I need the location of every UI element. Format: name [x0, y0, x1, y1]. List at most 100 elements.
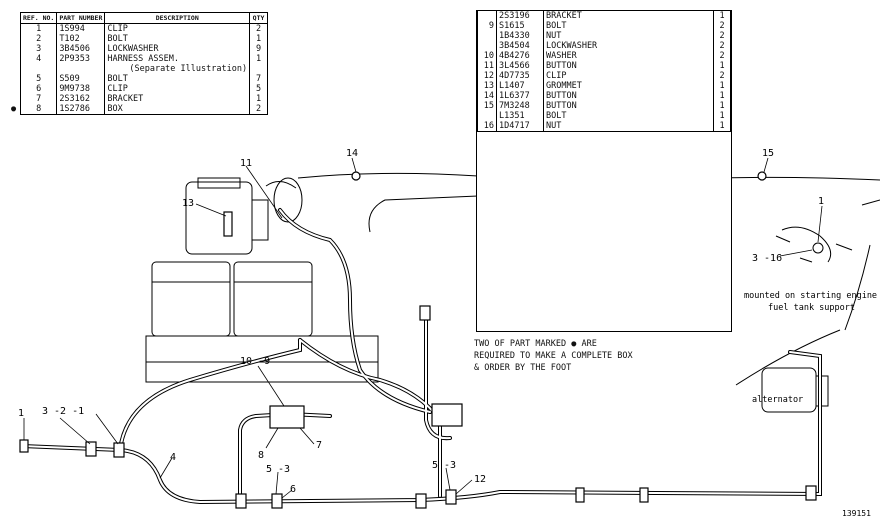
note-line-3: & ORDER BY THE FOOT — [474, 363, 572, 373]
box-note: TWO OF PART MARKED ● ARE REQUIRED TO MAK… — [474, 338, 633, 374]
header-ref-no: REF. NO. — [19, 12, 58, 24]
clip — [235, 493, 247, 509]
part-number: 2P9353 — [56, 54, 106, 64]
ref-no: 15 — [477, 101, 497, 111]
ref-no-cell: 3 — [19, 44, 58, 54]
bracket-inset — [775, 226, 853, 263]
callout-5-3-b: 5 -3 — [432, 460, 456, 471]
description: NUT — [543, 31, 714, 41]
leader-5-3-b — [445, 467, 451, 491]
grommet — [223, 211, 233, 237]
part-number: S1615 — [496, 21, 544, 31]
ref-no: 16 — [477, 121, 497, 132]
part-number: 7M3248 — [496, 101, 544, 111]
callout-10-9: 10 -9 — [240, 356, 270, 367]
ref-no-cell: 6 — [19, 84, 58, 94]
description: BOLT — [104, 74, 251, 84]
quantity: 2 — [249, 23, 268, 34]
leader-1 — [817, 205, 823, 243]
battery-left — [151, 261, 231, 337]
part-number: 1S2786 — [56, 104, 106, 115]
clip — [805, 485, 817, 501]
quantity: 2 — [713, 71, 731, 81]
quantity: 1 — [713, 111, 731, 121]
description: BRACKET — [104, 94, 251, 104]
header-qty: QTY — [249, 12, 268, 24]
body-outline-right — [721, 176, 880, 181]
quantity: 1 — [713, 81, 731, 91]
part-number: S509 — [56, 74, 106, 84]
description: CLIP — [543, 71, 714, 81]
body-outline — [297, 172, 479, 179]
quantity: 1 — [249, 54, 268, 64]
note-line-2: REQUIRED TO MAKE A COMPLETE BOX — [474, 351, 633, 361]
quantity: 7 — [249, 74, 268, 84]
part-number: T102 — [56, 34, 106, 44]
description: BUTTON — [543, 61, 714, 71]
clip — [113, 442, 125, 458]
quantity: 2 — [249, 104, 268, 115]
callout-6: 6 — [290, 484, 296, 495]
ref-no: 10 — [477, 51, 497, 61]
ref-no-cell: ●8 — [11, 104, 58, 115]
callout-8: 8 — [258, 450, 264, 461]
alternator-body — [761, 367, 817, 413]
quantity — [249, 64, 268, 74]
engine-side — [252, 199, 269, 241]
fender-outline — [735, 244, 871, 386]
ref-no: 4 — [36, 54, 42, 64]
ref-no — [477, 111, 497, 121]
button-15 — [757, 171, 767, 181]
clip — [575, 487, 585, 503]
description: BUTTON — [543, 101, 714, 111]
description: BOLT — [543, 21, 714, 31]
quantity: 1 — [713, 11, 731, 21]
callout-14: 14 — [346, 148, 358, 159]
description: HARNESS ASSEM. — [104, 54, 251, 64]
steering-column — [273, 177, 303, 223]
ref-no-cell: 4 — [19, 54, 58, 64]
callout-15: 15 — [762, 148, 774, 159]
note-line-1: TWO OF PART MARKED ● ARE — [474, 339, 597, 349]
description: BOX — [104, 104, 251, 115]
callout-3-16: 3 -16 — [752, 253, 782, 264]
clip — [445, 489, 457, 505]
callout-1-left: 1 — [18, 408, 24, 419]
ref-no — [477, 41, 497, 51]
quantity: 2 — [713, 21, 731, 31]
quantity: 1 — [249, 34, 268, 44]
ref-no: 9 — [477, 21, 497, 31]
ref-no: 14 — [477, 91, 497, 101]
battery-box — [145, 335, 379, 383]
ref-no: 6 — [36, 84, 42, 94]
ref-no — [477, 31, 497, 41]
part-number: 4D7735 — [496, 71, 544, 81]
part-number: 2S3196 — [496, 11, 544, 21]
handle — [265, 181, 297, 189]
ref-no: 12 — [477, 71, 497, 81]
ref-no: 1 — [36, 24, 42, 34]
description: (Separate Illustration) — [104, 64, 251, 74]
part-number: 3B4506 — [56, 44, 106, 54]
junction-box — [269, 405, 305, 429]
leader-15 — [763, 157, 769, 173]
leader-4 — [159, 457, 173, 479]
description: NUT — [543, 121, 714, 132]
leader-12 — [455, 479, 473, 495]
quantity: 1 — [249, 94, 268, 104]
box-marker: ● — [11, 104, 17, 114]
caption-mounted-line2: fuel tank support — [768, 303, 855, 313]
callout-3-2-1: 3 -2 -1 — [42, 406, 84, 417]
ref-no — [477, 11, 497, 21]
